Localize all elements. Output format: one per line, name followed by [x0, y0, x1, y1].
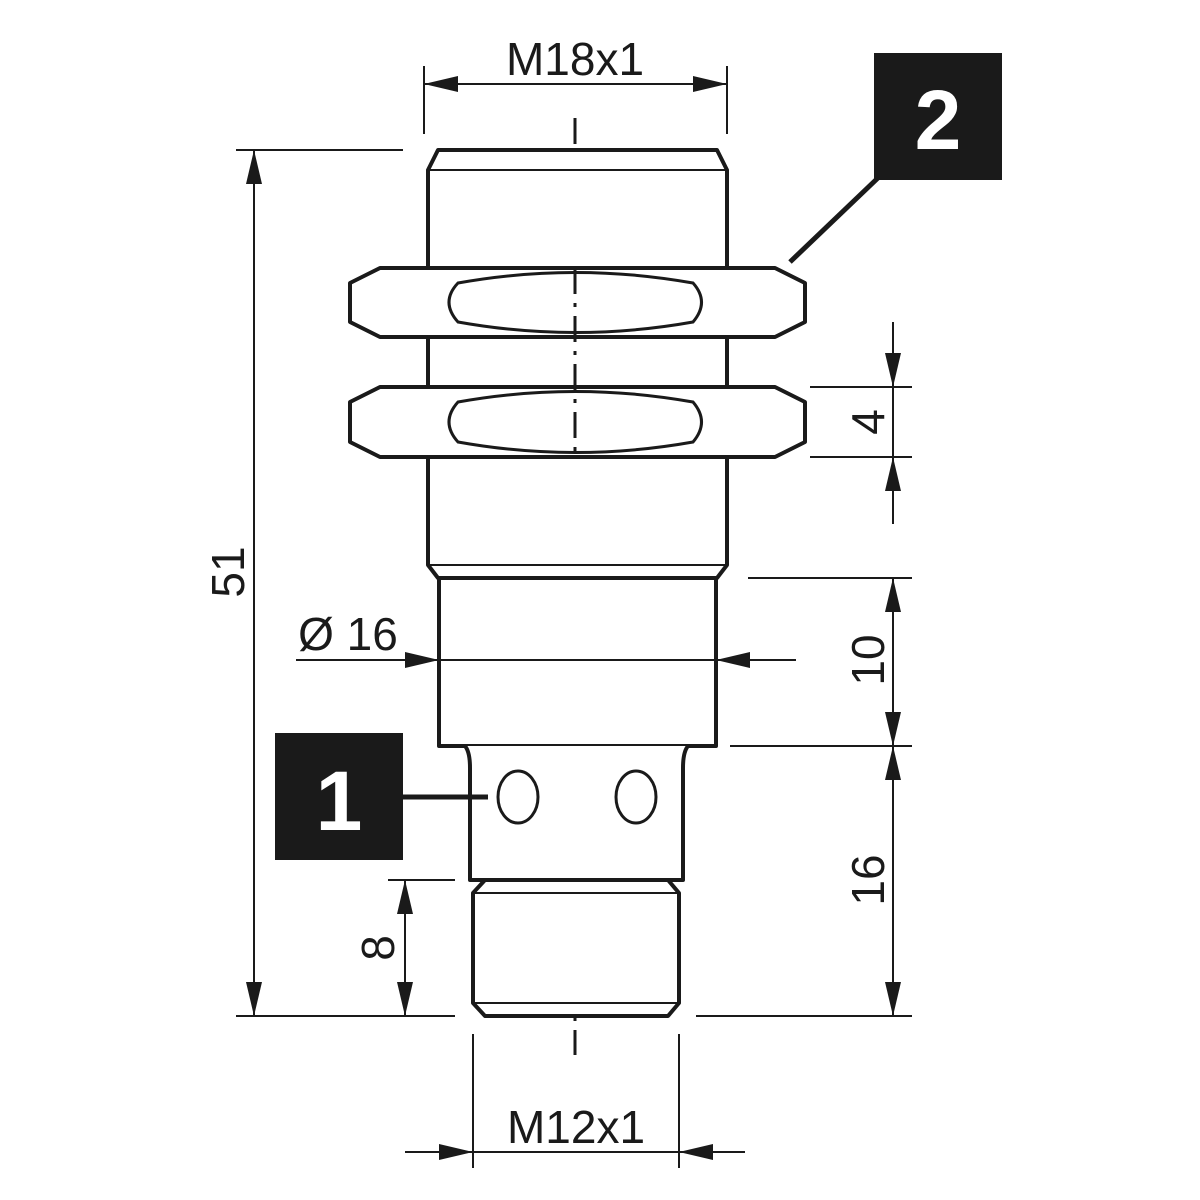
led-window-left: [496, 769, 540, 825]
dim-total-length: 51: [202, 149, 455, 1017]
connector-neck: [439, 744, 716, 882]
label-diameter: Ø 16: [298, 608, 398, 660]
callout-2: 2: [788, 53, 1002, 264]
dim-thread-main: M18x1: [423, 33, 728, 134]
dim-diameter: Ø 16: [296, 608, 796, 668]
label-thread-main: M18x1: [506, 33, 644, 85]
label-connector-length: 16: [842, 854, 894, 905]
dim-connector-thread: 8: [352, 879, 455, 1016]
label-total-length: 51: [202, 546, 254, 597]
dim-connector-length: 16: [696, 746, 912, 1017]
callout-1-number: 1: [316, 754, 363, 848]
led-window-right: [614, 769, 658, 825]
callout-2-number: 2: [915, 73, 962, 167]
dim-nut-width: 4: [810, 322, 912, 524]
label-nut-width: 4: [842, 409, 894, 435]
label-connector-thread: 8: [352, 935, 404, 961]
threaded-body: [426, 148, 729, 580]
callout-1-box: [275, 733, 403, 860]
dim-thread-connector: M12x1: [405, 1034, 745, 1168]
label-thread-connector: M12x1: [507, 1101, 645, 1153]
nut-lower: [348, 385, 807, 459]
nut-upper: [348, 266, 807, 339]
callout-1: 1: [275, 733, 488, 860]
dim-plain-section: 10: [730, 577, 912, 747]
plain-cylinder: [437, 576, 718, 748]
callout-2-box: [874, 53, 1002, 180]
label-plain-section: 10: [842, 634, 894, 685]
connector-thread: [471, 878, 681, 1018]
